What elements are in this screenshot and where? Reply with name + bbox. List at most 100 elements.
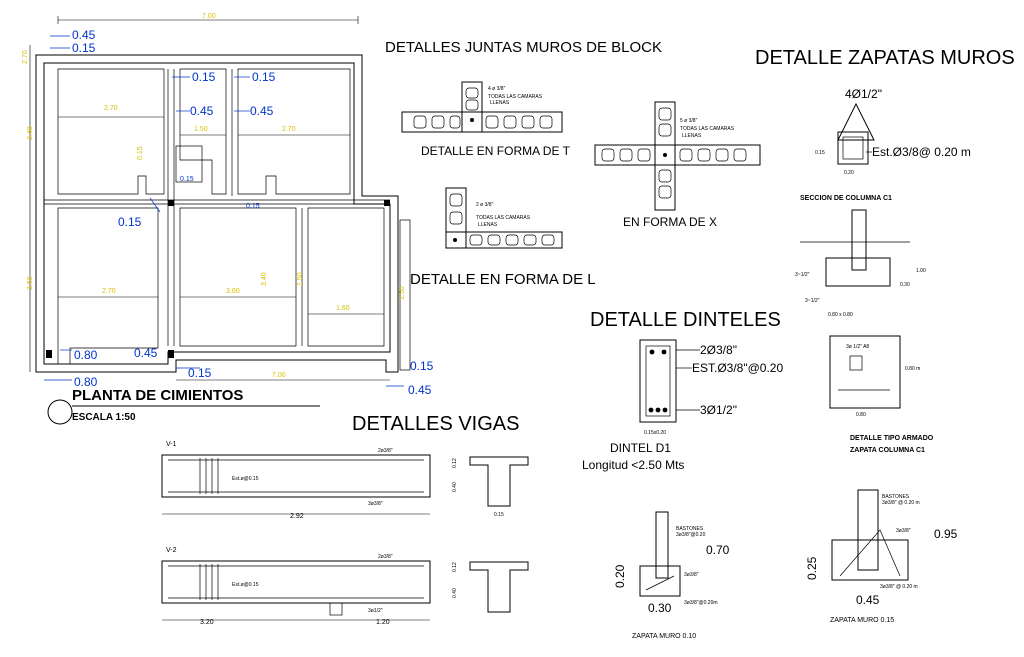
dim-015-mid: 0.15 — [192, 70, 216, 84]
lintel-stirrup — [645, 345, 671, 417]
beam-v2-section — [469, 561, 529, 613]
beam-v2-sec-h2: 0.40 — [452, 588, 458, 598]
sf-a-dim-070: 0.70 — [706, 543, 730, 557]
l-joint-horizontal-blocks — [445, 231, 563, 249]
dim-080-b: 0.80 — [74, 375, 98, 389]
l-joint-cells — [449, 193, 555, 246]
sf-a-wall — [655, 511, 669, 579]
x-joint-note2: TODAS LAS CAMARAS — [680, 126, 735, 132]
lintel-name: DINTEL D1 — [610, 441, 671, 455]
beam-v2-span-b: 1.20 — [376, 619, 390, 626]
footing-dim-100: 1.00 — [916, 268, 926, 274]
beam-v2-span-a: 3.20 — [200, 619, 214, 626]
room-top-right — [237, 68, 351, 195]
section-bottom-dim: 0.20 — [844, 170, 854, 176]
beam-v2-top-label: 2ø3/8" — [378, 554, 393, 560]
rebar-pyramid — [837, 102, 875, 141]
l-joint-label: DETALLE EN FORMA DE L — [410, 271, 596, 288]
room-dim-1: 2.70 — [104, 105, 118, 112]
wall-footing-details: DETALLE ZAPATAS MUROS 4Ø1/2" Est.Ø3/8@ 0… — [755, 47, 1015, 454]
dim-045-bottom: 0.45 — [134, 346, 158, 360]
plan-title: PLANTA DE CIMIENTOS — [72, 387, 243, 404]
room-dim-9: 0.15 — [137, 146, 144, 160]
beam-v1-sec-w: 0.15 — [494, 512, 504, 518]
room-dim-7: 3.40 — [261, 272, 268, 286]
bottom-dim: 7.00 — [272, 372, 286, 379]
x-joint-label: EN FORMA DE X — [623, 215, 717, 229]
sf-a-dim-030: 0.30 — [648, 601, 672, 615]
typ-footing-title2: ZAPATA COLUMNA C1 — [850, 447, 925, 454]
section-left-dim: 0.15 — [815, 150, 825, 156]
footing-bar-b: 3~1/2" — [805, 298, 820, 304]
room-dim-4: 2.70 — [102, 288, 116, 295]
footing-dim-030: 0.30 — [900, 282, 910, 288]
lintel-bottom-bars: 3Ø1/2" — [700, 403, 737, 417]
x-joint-note3: LLENAS — [682, 133, 702, 139]
room-top-left — [57, 68, 165, 195]
beam-v1-section — [469, 456, 529, 507]
dim-045-right: 0.45 — [250, 104, 274, 118]
strip-footing-010: BASTONES 3ø3/8"@0.20 0.70 0.20 0.30 3ø3/… — [613, 511, 730, 640]
column-c1 — [168, 200, 174, 206]
l-joint-note: 2 ø 3/8" — [476, 202, 494, 208]
sf-a-bar-b: 3ø3/8"@0.20m — [684, 600, 718, 606]
column-elevation — [851, 209, 867, 271]
l-joint-rebar — [453, 238, 457, 242]
sf-b-bar-label: 3ø3/8" — [896, 528, 911, 534]
sf-a-bar-label: 3ø3/8" — [684, 572, 699, 578]
l-joint-note3: LLENAS — [478, 222, 498, 228]
strip-footing-015: BASTONES 3ø3/8" @ 0.20 m 0.95 0.25 0.45 … — [805, 489, 958, 624]
x-joint-horizontal-blocks — [594, 144, 761, 166]
beam-v2-stirrup-label: Est.ø@0.15 — [232, 582, 259, 588]
dim-015-closet: 0.15 — [180, 176, 194, 183]
lintel-top-bar-1 — [649, 349, 655, 355]
t-joint-label: DETALLE EN FORMA DE T — [421, 144, 571, 158]
dim-045-bottom-right: 0.45 — [408, 383, 432, 397]
beam-v1-sec-h2: 0.40 — [452, 482, 458, 492]
lintel-bottom-bar-1 — [648, 407, 654, 413]
beam-v1-label: V-1 — [166, 441, 177, 448]
t-joint-note2: TODAS LAS CAMARAS — [488, 94, 543, 100]
beams-title: DETALLES VIGAS — [352, 413, 519, 435]
beam-v2-sec-h1: 0.12 — [452, 562, 458, 572]
lintel-bottom-bar-2 — [655, 407, 661, 413]
beam-v2-support — [329, 602, 343, 616]
lintel-length: Longitud <2.50 Mts — [582, 458, 684, 472]
foundation-plan: 7.00 2.70 3.40 3.60 0.45 0.15 0.15 0.15 … — [22, 13, 434, 425]
room-dim-8: 1.50 — [297, 272, 304, 286]
column-c4 — [168, 350, 174, 358]
sf-b-label: ZAPATA MURO 0.15 — [830, 617, 894, 624]
t-joint-cells — [413, 87, 553, 129]
x-joint-vertical-blocks — [654, 101, 676, 211]
room-dim-6: 1.60 — [336, 305, 350, 312]
sf-a-note: BASTONES — [676, 526, 704, 532]
room-dim-10: 1.50 — [399, 286, 406, 300]
lintel-top-bar-2 — [661, 349, 667, 355]
dim-015-right: 0.15 — [252, 70, 276, 84]
footing-plan-dim-b: 0.80 — [856, 412, 866, 418]
t-joint-note3: LLENAS — [490, 100, 510, 106]
lintel-top-bars: 2Ø3/8" — [700, 343, 737, 357]
footing-elevation — [825, 257, 891, 287]
overall-width-label: 7.00 — [202, 13, 216, 20]
room-dim-3: 2.70 — [282, 126, 296, 133]
sf-b-dim-095: 0.95 — [934, 527, 958, 541]
lintel-details: DETALLE DINTELES 2Ø3/8" EST.Ø3/8"@0.20 3… — [582, 309, 783, 472]
sf-b-footing — [831, 539, 909, 581]
beam-v1-sec-h1: 0.12 — [452, 458, 458, 468]
dim-015-top: 0.15 — [72, 41, 96, 55]
sf-b-note2: 3ø3/8" @ 0.20 m — [882, 500, 920, 506]
column-c3 — [46, 350, 52, 358]
beam-v2-elevation — [161, 560, 431, 604]
t-joint-rebar — [470, 118, 474, 122]
plan-scale: ESCALA 1:50 — [72, 412, 136, 423]
beam-v1-bottom-label: 3ø3/8" — [368, 501, 383, 507]
left-dim-c: 3.60 — [27, 276, 34, 290]
room-bottom-left — [57, 207, 159, 365]
x-joint-note: 5 ø 3/8" — [680, 118, 698, 124]
l-joint-note2: TODAS LAS CAMARAS — [476, 215, 531, 221]
beam-v1-stirrup-label: Est.ø@0.15 — [232, 476, 259, 482]
beam-v1-elevation — [161, 454, 431, 498]
beam-v2-stirrups — [199, 564, 219, 600]
joints-title: DETALLES JUNTAS MUROS DE BLOCK — [385, 39, 662, 56]
